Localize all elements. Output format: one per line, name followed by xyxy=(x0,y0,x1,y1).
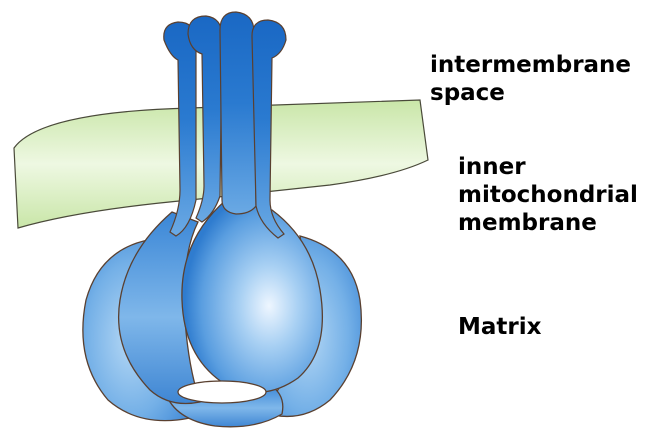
stalk-center xyxy=(220,12,256,214)
label-line: mitochondrial xyxy=(458,181,638,209)
stalk xyxy=(164,12,286,238)
label-line: Matrix xyxy=(458,313,541,341)
center-bulb xyxy=(182,200,322,392)
label-line: inner xyxy=(458,153,638,181)
label-intermembrane-space: intermembrane space xyxy=(430,51,631,107)
ring-opening xyxy=(178,381,266,403)
label-inner-mitochondrial-membrane: inner mitochondrial membrane xyxy=(458,153,638,237)
label-matrix: Matrix xyxy=(458,313,541,341)
label-line: intermembrane xyxy=(430,51,631,79)
label-line: space xyxy=(430,79,631,107)
label-line: membrane xyxy=(458,209,638,237)
